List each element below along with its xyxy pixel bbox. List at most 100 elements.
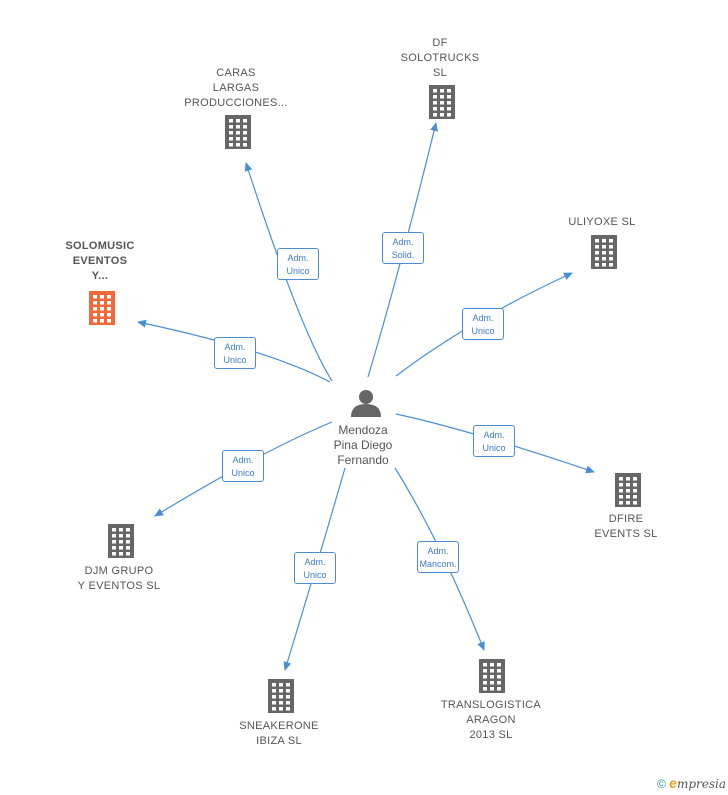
- building-icon-window: [483, 687, 487, 691]
- building-icon-window: [126, 534, 130, 538]
- building-icon-window: [126, 528, 130, 532]
- building-icon-window: [286, 695, 290, 699]
- relation-badge-solomusic[interactable]: Adm. Unico: [214, 337, 256, 369]
- relation-badge-caras[interactable]: Adm. Unico: [277, 248, 319, 280]
- building-icon-window: [286, 683, 290, 687]
- building-icon-window: [236, 125, 240, 129]
- building-icon[interactable]: [108, 524, 134, 558]
- building-icon[interactable]: [429, 85, 455, 119]
- building-icon-window: [112, 528, 116, 532]
- building-icon-window: [229, 125, 233, 129]
- building-icon-window: [93, 295, 97, 299]
- building-icon-window: [243, 119, 247, 123]
- building-icon-window: [100, 319, 104, 323]
- relation-badge-sneakerone[interactable]: Adm. Unico: [294, 552, 336, 584]
- building-icon-window: [279, 695, 283, 699]
- building-icon-window: [107, 301, 111, 305]
- brand-logo-text: mpresia: [676, 777, 726, 791]
- company-label-caras[interactable]: CARAS LARGAS PRODUCCIONES...: [184, 67, 288, 109]
- building-icon-window: [497, 675, 501, 679]
- building-icon-window: [626, 477, 630, 481]
- building-icon-window: [279, 689, 283, 693]
- building-icon[interactable]: [89, 291, 115, 325]
- building-icon-window: [107, 307, 111, 311]
- company-label-df[interactable]: DF SOLOTRUCKS SL: [400, 37, 480, 79]
- building-icon-window: [490, 663, 494, 667]
- building-icon-window: [279, 707, 283, 711]
- building-icon-window: [126, 552, 130, 556]
- building-icon-window: [633, 495, 637, 499]
- relation-badge-dfire[interactable]: Adm. Unico: [473, 425, 515, 457]
- building-icon-window: [490, 669, 494, 673]
- building-icon-window: [440, 101, 444, 105]
- building-icon-window: [633, 489, 637, 493]
- building-icon-window: [236, 137, 240, 141]
- building-icon-window: [633, 477, 637, 481]
- building-icon-window: [595, 263, 599, 267]
- relation-badge-uliyoxe[interactable]: Adm. Unico: [462, 308, 504, 340]
- building-icon[interactable]: [591, 235, 617, 269]
- building-icon-window: [619, 477, 623, 481]
- building-icon-window: [633, 501, 637, 505]
- building-icon-window: [100, 313, 104, 317]
- building-icon-window: [497, 681, 501, 685]
- company-label-djm[interactable]: DJM GRUPO Y EVENTOS SL: [77, 565, 161, 592]
- building-icon-window: [272, 695, 276, 699]
- building-icon-window: [447, 107, 451, 111]
- building-icon-window: [93, 307, 97, 311]
- person-name[interactable]: Mendoza Pina Diego Fernando: [333, 423, 393, 467]
- building-icon-window: [107, 319, 111, 323]
- building-icon-window: [483, 675, 487, 679]
- person-icon[interactable]: [351, 390, 381, 417]
- building-icon-window: [272, 707, 276, 711]
- building-icon[interactable]: [225, 115, 251, 149]
- building-icon-window: [447, 101, 451, 105]
- building-icon-window: [433, 107, 437, 111]
- building-icon-window: [286, 701, 290, 705]
- edge-caras: [244, 162, 333, 382]
- relation-badge-df[interactable]: Adm. Solid.: [382, 232, 424, 264]
- building-icon-window: [602, 257, 606, 261]
- building-icon-window: [119, 534, 123, 538]
- company-label-translogistica[interactable]: TRANSLOGISTICA ARAGON 2013 SL: [440, 699, 542, 741]
- building-icon-window: [602, 239, 606, 243]
- building-icon[interactable]: [479, 659, 505, 693]
- building-icon-window: [229, 131, 233, 135]
- person-head: [359, 390, 373, 404]
- building-icon-window: [236, 143, 240, 147]
- building-icon-window: [609, 245, 613, 249]
- building-icon-window: [272, 689, 276, 693]
- building-icon-window: [107, 295, 111, 299]
- building-icon-window: [440, 89, 444, 93]
- company-label-dfire[interactable]: DFIRE EVENTS SL: [594, 513, 658, 540]
- building-icon-window: [243, 137, 247, 141]
- building-icon-window: [272, 683, 276, 687]
- building-icon-window: [483, 663, 487, 667]
- company-label-sneakerone[interactable]: SNEAKERONE IBIZA SL: [239, 720, 319, 747]
- building-icon-window: [497, 663, 501, 667]
- building-icon-window: [126, 546, 130, 550]
- building-icon-window: [440, 113, 444, 117]
- company-label-uliyoxe[interactable]: ULIYOXE SL: [568, 216, 636, 228]
- building-icon-window: [279, 701, 283, 705]
- building-icon-window: [626, 495, 630, 499]
- building-icon-window: [619, 483, 623, 487]
- building-icon-window: [100, 301, 104, 305]
- building-icon-window: [619, 501, 623, 505]
- building-icon-window: [243, 125, 247, 129]
- building-icon-window: [100, 295, 104, 299]
- building-icon-window: [119, 528, 123, 532]
- building-icon-window: [447, 95, 451, 99]
- building-icon[interactable]: [268, 679, 294, 713]
- building-icon-window: [236, 131, 240, 135]
- relation-badge-djm[interactable]: Adm. Unico: [222, 450, 264, 482]
- relation-badge-translogistica[interactable]: Adm. Mancom.: [417, 541, 459, 573]
- building-icon-window: [626, 489, 630, 493]
- building-icon[interactable]: [615, 473, 641, 507]
- building-icon-window: [433, 89, 437, 93]
- building-icon-window: [619, 495, 623, 499]
- building-icon-window: [107, 313, 111, 317]
- building-icon-window: [229, 119, 233, 123]
- company-label-solomusic[interactable]: SOLOMUSIC EVENTOS Y...: [65, 240, 135, 282]
